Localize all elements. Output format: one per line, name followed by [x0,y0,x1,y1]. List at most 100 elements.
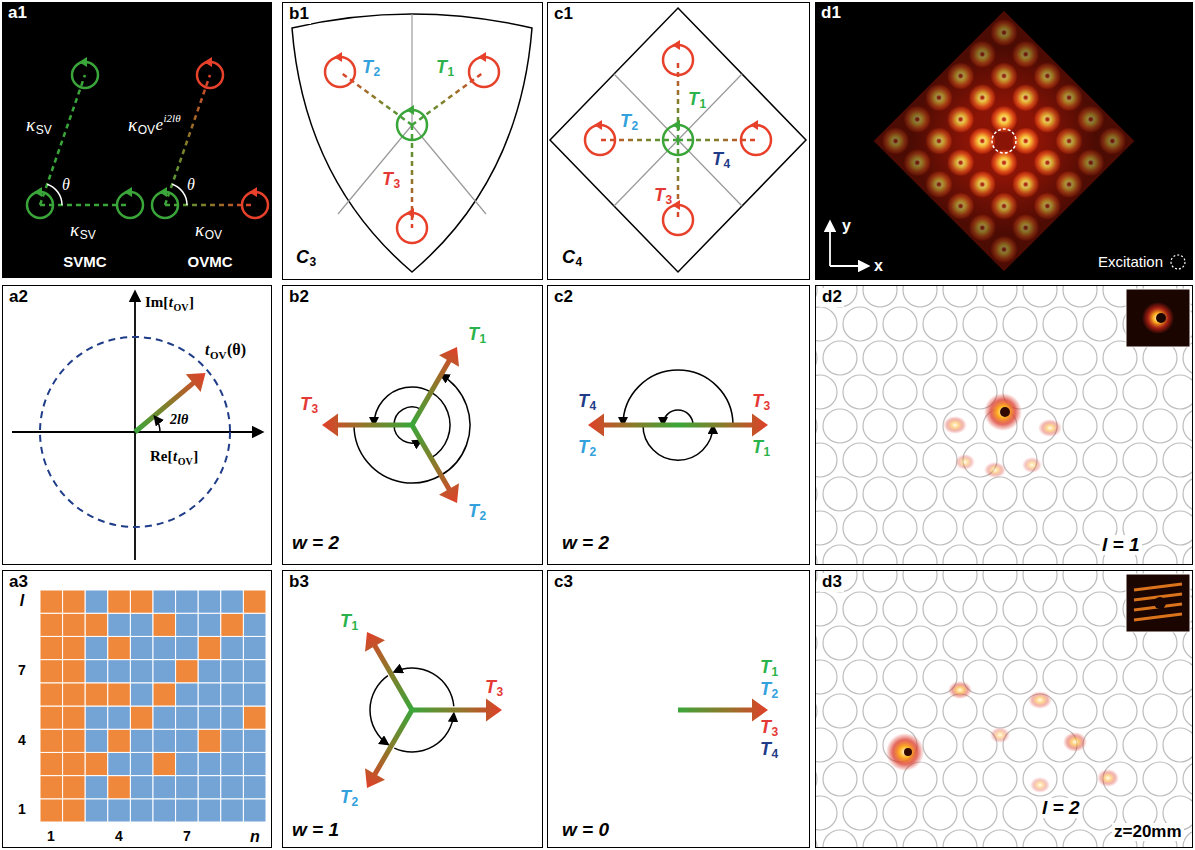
waveguide [863,762,897,796]
phase-cell [176,660,199,683]
vector-arrow [588,414,678,437]
waveguide [1003,796,1037,830]
vortex-ring [741,125,771,155]
phase-cell [85,660,108,683]
figure-label: 7 [183,829,191,844]
waveguide [883,375,917,409]
phase-cell [153,776,176,799]
figure-panel: a1 [2,2,272,278]
figure-label: 3 [312,403,319,416]
waveguide [816,728,837,762]
waveguide [843,307,877,341]
vortex-ring [663,125,693,155]
waveguide [943,286,977,307]
waveguide [983,571,1017,592]
waveguide [843,728,877,762]
figure-label: SV [80,229,96,242]
figure-label: OV [205,229,222,242]
waveguide [823,762,857,796]
winding-arc [623,370,733,425]
vector-arrow [410,424,459,503]
figure-label: 1 [18,802,26,817]
waveguide [983,626,1017,660]
waveguide [1003,592,1037,626]
waveguide [1023,830,1057,847]
waveguide [943,545,977,564]
vector-arrow [678,414,768,437]
phase-cell [243,590,266,613]
figure-label: 2 [480,510,487,523]
figure-label: 3 [310,256,317,269]
coupling-line [40,75,85,205]
waveguide [1043,375,1077,409]
figure-label: OVMC [188,254,233,271]
phase-cell [198,799,221,822]
phase-cell [198,706,221,729]
figure-label: T [468,502,479,522]
figure-panel: a2 [2,285,272,565]
waveguide [903,341,937,375]
waveguide [823,694,857,728]
figure-label: 1 [47,829,55,844]
waveguide [816,477,817,511]
waveguide [1063,571,1097,592]
phase-cell [40,636,63,659]
figure-label: T [340,788,351,808]
figure-label: ] [189,294,194,311]
waveguide [816,375,837,409]
phase-cell [85,752,108,775]
figure-label: 4 [576,256,583,269]
figure-label: 1 [352,620,359,633]
waveguide [1083,443,1117,477]
phase-cell [153,729,176,752]
waveguide [903,477,937,511]
vector-arrow [412,699,502,722]
phase-cell [63,799,86,822]
waveguide [816,409,817,443]
phase-cell [85,683,108,706]
figure-panel: b3 [282,570,543,848]
phase-cell [198,683,221,706]
vortex-ring [27,192,53,218]
phase-cell [108,776,131,799]
waveguide [923,592,957,626]
waveguide [863,626,897,660]
phase-cell [40,590,63,613]
phase-cell [153,799,176,822]
phase-cell [198,660,221,683]
phase-cell [108,613,131,636]
figure-label: (θ) [227,341,246,359]
waveguide [1003,511,1037,545]
winding-arc [394,714,454,752]
phase-cell [63,729,86,752]
figure-label: T [654,186,665,206]
figure-label: w = 1 [292,820,339,841]
waveguide [843,660,877,694]
phase-cell [63,776,86,799]
waveguide [863,409,897,443]
figure-label: SV [36,124,52,137]
waveguide [863,341,897,375]
winding-arc [394,668,454,706]
vortex-ring [663,45,693,75]
figure-label: κ [128,115,137,136]
figure-label: z=20mm [1112,823,1184,842]
figure-label: w = 2 [292,533,339,554]
panel-label: d1 [819,4,843,23]
waveguide [943,477,977,511]
figure-label: OV [210,349,227,361]
waveguide [816,592,837,626]
figure-label: κ [70,220,79,241]
figure-label: 3 [772,726,779,739]
waveguide [1023,626,1057,660]
panel-label: a2 [7,288,30,307]
panel-label: c1 [552,5,575,24]
figure-label: OV [138,124,155,137]
figure-panel: a3 [2,570,272,848]
phase-cell [198,590,221,613]
figure-panel: d3 [815,570,1193,848]
phase-cell [130,799,153,822]
phase-cell [153,636,176,659]
phase-cell [85,636,108,659]
figure-label: y [842,217,851,235]
